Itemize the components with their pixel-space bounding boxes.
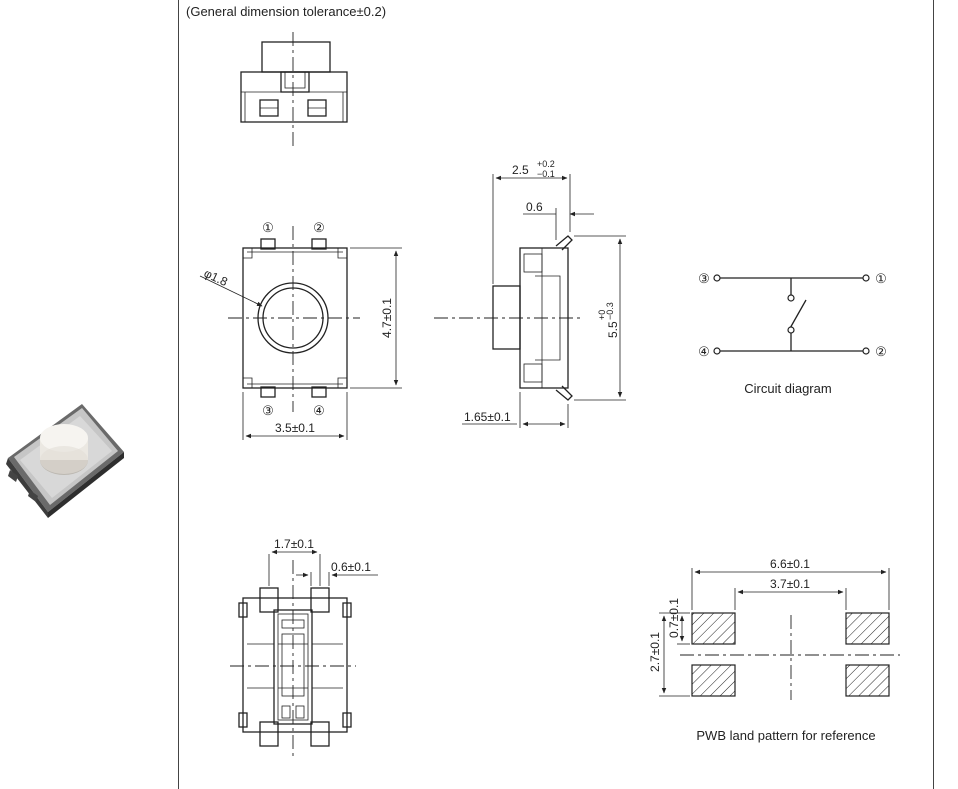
front-width-label: 3.5±0.1 [275,421,315,435]
side-base-label: 1.65±0.1 [464,410,511,424]
bottom-pad-label: 0.6±0.1 [331,560,371,574]
land-pad-height-label: 0.7±0.1 [667,598,681,638]
land-pattern [659,568,900,700]
pin-label-3: ③ [262,403,274,418]
side-height-tol-lower: −0.3 [605,302,615,320]
pin-label-1: ① [262,220,274,235]
side-height-label: 5.5 [606,321,620,338]
drawing-frame-left-border [178,0,179,789]
land-inner-width-label: 3.7±0.1 [770,577,810,591]
circuit-pin-3: ③ [698,271,710,286]
side-offset-label: 0.6 [526,200,543,214]
front-view [199,226,402,440]
bottom-pitch-label: 1.7±0.1 [274,537,314,551]
diameter-label: φ1.8 [202,266,230,289]
side-depth-label: 2.5 [512,163,529,177]
front-height-label: 4.7±0.1 [380,298,394,338]
side-depth-tol-lower: −0.1 [537,169,555,179]
land-caption: PWB land pattern for reference [696,728,875,743]
top-view [240,32,348,148]
circuit-caption: Circuit diagram [744,381,831,396]
product-photo [6,404,124,518]
circuit-pin-2: ② [875,344,887,359]
drawing-frame-right-border [933,0,934,789]
pin-label-2: ② [313,220,325,235]
side-depth-tol-upper: +0.2 [537,159,555,169]
land-total-height-label: 2.7±0.1 [648,632,662,672]
circuit-pin-4: ④ [698,344,710,359]
side-height-tol-upper: +0 [597,310,607,320]
tolerance-note: (General dimension tolerance±0.2) [186,4,387,19]
side-view [434,174,626,428]
land-outer-width-label: 6.6±0.1 [770,557,810,571]
bottom-view [230,549,378,760]
pin-label-4: ④ [313,403,325,418]
circuit-diagram [713,274,870,355]
circuit-pin-1: ① [875,271,887,286]
